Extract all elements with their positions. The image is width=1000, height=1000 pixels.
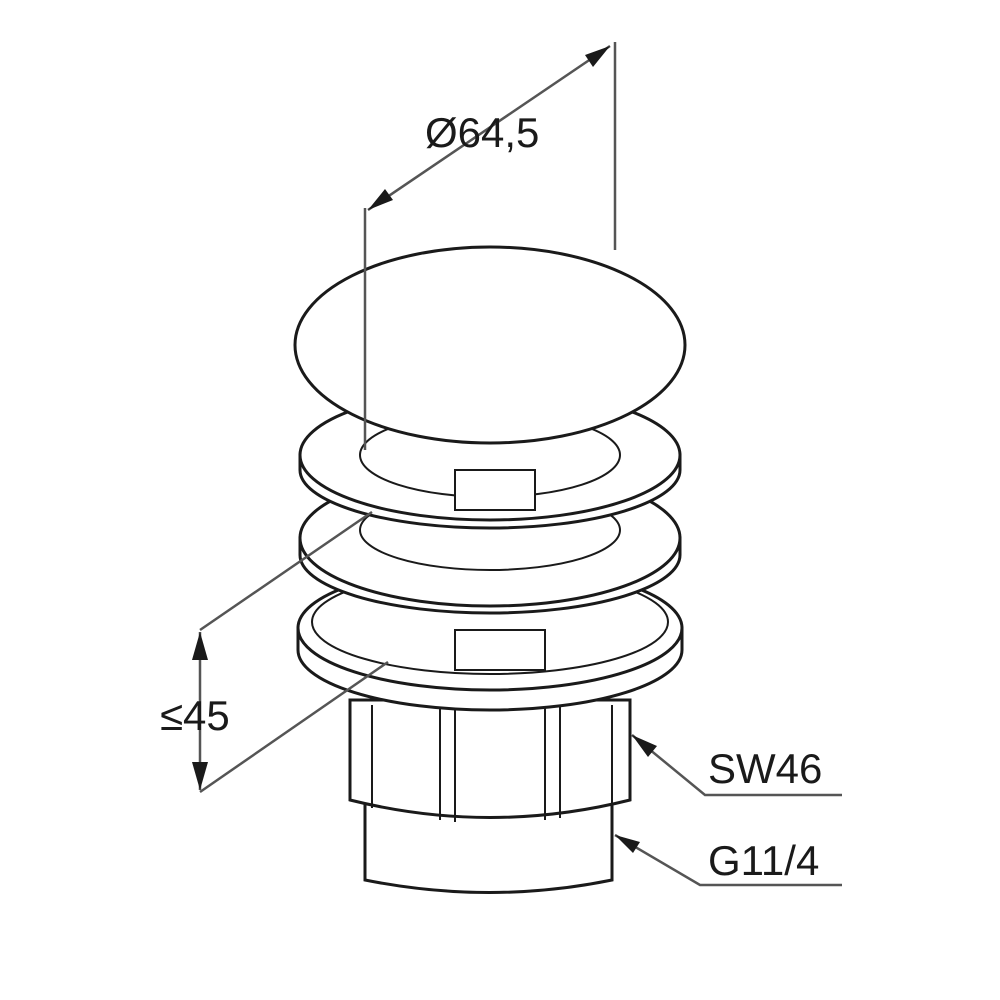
thread-label: G11/4 — [708, 837, 820, 884]
hex-body — [348, 698, 632, 819]
wrench-size-label: SW46 — [708, 745, 823, 792]
cap-disc — [293, 245, 687, 445]
height-label: ≤45 — [160, 692, 230, 739]
diameter-label: Ø64,5 — [425, 109, 540, 156]
